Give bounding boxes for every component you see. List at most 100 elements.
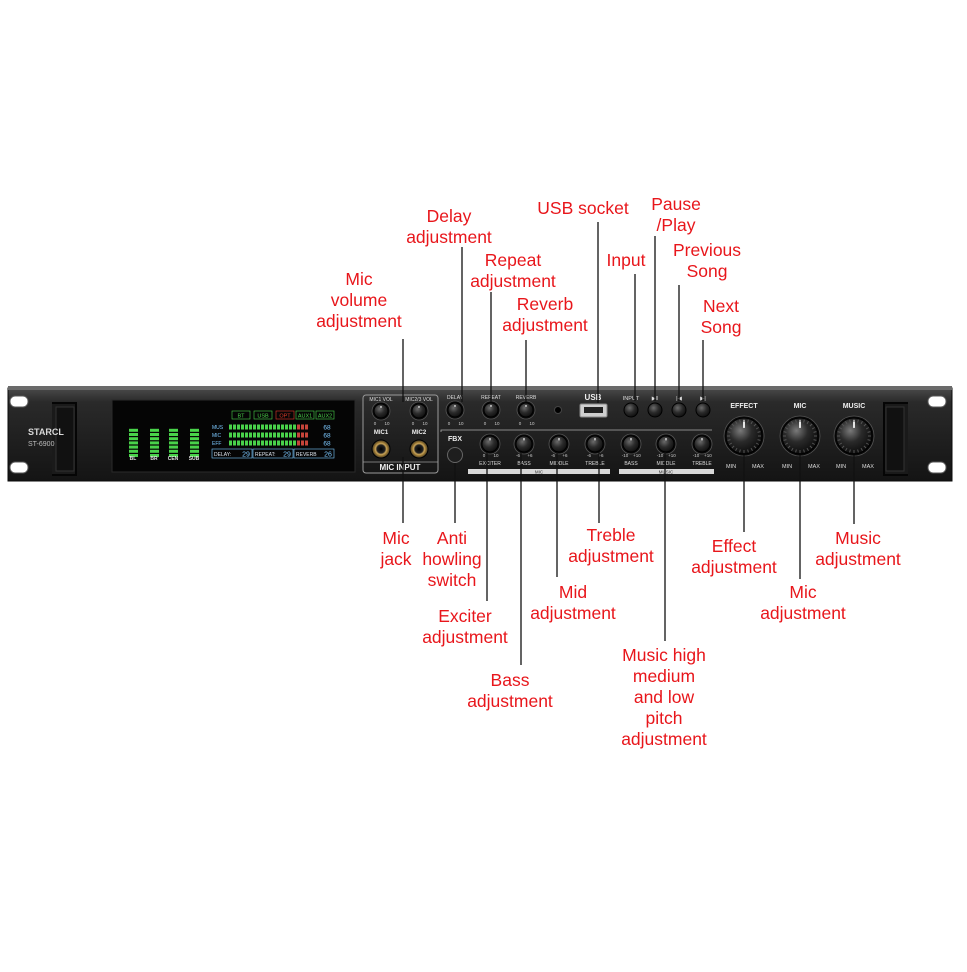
button-cap <box>647 402 663 418</box>
delay-knob[interactable] <box>445 400 465 420</box>
effect-master-knob-grip <box>747 419 749 423</box>
next-button[interactable] <box>695 402 711 418</box>
channel-meter-segment <box>129 454 138 457</box>
mic-eq-label-bass: BASS <box>517 461 531 467</box>
channel-meter-segment <box>169 445 178 449</box>
mic-master-knob-grip <box>813 431 817 433</box>
callout-delay: Delay adjustment <box>406 206 492 247</box>
previous-button[interactable] <box>671 402 687 418</box>
music-middle-knob[interactable] <box>655 433 677 455</box>
mic2-jack[interactable] <box>409 439 429 459</box>
callout-repeat: Repeat adjustment <box>470 250 556 291</box>
readout-box <box>211 448 253 459</box>
mic-master-knob-grip <box>811 427 815 430</box>
callout-reverb: Reverb adjustment <box>502 294 588 335</box>
meter-segment <box>301 424 304 430</box>
meter-segment <box>261 432 264 438</box>
readout-label: DELAY: <box>214 452 231 458</box>
meter-segment <box>229 440 232 446</box>
meter-segment <box>281 440 284 446</box>
repeat-knob[interactable] <box>481 400 501 420</box>
meter-segment <box>285 432 288 438</box>
mic-knob-label: MIC1 VOL <box>369 397 393 403</box>
music-master-knob[interactable] <box>833 415 875 457</box>
effect-master-knob-grip <box>731 423 735 427</box>
mic-treble-knob[interactable] <box>584 433 606 455</box>
meter-segment <box>237 424 240 430</box>
mic1-volume-knob[interactable] <box>371 401 391 421</box>
effect-master-knob-cap <box>725 417 763 455</box>
mic23-volume-knob[interactable] <box>409 401 429 421</box>
channel-meter-segment <box>190 428 199 432</box>
effect-master-knob-grip <box>755 442 759 445</box>
reverb-knob-cap <box>518 402 534 418</box>
callout-exciter: Exciter adjustment <box>422 606 508 647</box>
music-treble-knob[interactable] <box>691 433 713 455</box>
meter-segment <box>265 432 268 438</box>
mic-middle-knob-cap <box>550 435 568 453</box>
big-knob-label-music: MUSIC <box>843 403 866 410</box>
meter-segment <box>281 432 284 438</box>
mic-master-knob[interactable] <box>779 415 821 457</box>
channel-meter-segment <box>190 454 199 457</box>
scale-min: 0 <box>448 421 451 426</box>
mic1-jack[interactable] <box>371 439 391 459</box>
effect-master-knob-grip <box>757 439 761 441</box>
reverb-knob[interactable] <box>516 400 536 420</box>
effect-master-knob[interactable] <box>723 415 765 457</box>
mic-exciter-knob[interactable] <box>479 433 501 455</box>
meter-segment <box>253 432 256 438</box>
channel-meter-segment <box>150 437 159 441</box>
mic-middle-knob[interactable] <box>548 433 570 455</box>
control-divider <box>440 429 712 432</box>
mic-master-knob-grip <box>811 442 815 445</box>
callout-treble: Treble adjustment <box>568 525 654 566</box>
effect-master-knob-grip <box>750 447 753 451</box>
big-knob-label-effect: EFFECT <box>730 403 758 410</box>
meter-segment <box>305 440 308 446</box>
music-eq-label-treble: TREBLE <box>692 461 712 467</box>
effect-master-knob-grip <box>735 421 738 425</box>
effect-master-knob-grip <box>735 447 738 451</box>
input-button[interactable] <box>623 402 639 418</box>
mic-bass-knob[interactable] <box>513 433 535 455</box>
meter-segment <box>253 440 256 446</box>
scale-max: 10 <box>529 421 535 426</box>
scale-min: -10 <box>693 453 700 458</box>
channel-meter-segment <box>190 449 199 453</box>
scale-max: +6 <box>527 453 533 458</box>
channel-meter-segment <box>150 449 159 453</box>
mic-master-knob-cap <box>781 417 819 455</box>
callout-input: Input <box>606 250 646 270</box>
channel-meter-segment <box>190 441 199 445</box>
channel-meter-segment <box>169 441 178 445</box>
music-master-knob-grip <box>839 427 843 430</box>
music-master-knob-grip <box>849 449 851 453</box>
callout-effect: Effect adjustment <box>691 536 777 577</box>
meter-segment <box>233 440 236 446</box>
usb-socket[interactable] <box>579 403 608 418</box>
fbx-switch[interactable] <box>447 447 463 463</box>
music-bass-knob[interactable] <box>620 433 642 455</box>
meter-value-mic: 68 <box>323 433 331 440</box>
meter-segment <box>257 432 260 438</box>
scale-min: -6 <box>516 453 520 458</box>
scale-max: MAX <box>808 464 820 470</box>
ir-sensor <box>554 406 562 414</box>
channel-meter-segment <box>190 433 199 436</box>
readout-value: 26 <box>324 452 332 459</box>
meter-segment <box>233 432 236 438</box>
scale-max: 10 <box>494 421 500 426</box>
rack-top-highlight <box>8 386 952 390</box>
rack-handles <box>52 402 908 476</box>
play-pause-button[interactable] <box>647 402 663 418</box>
effect-master-knob-grip <box>729 427 733 430</box>
callout-music: Music adjustment <box>815 528 901 569</box>
channel-label-sub: SUB <box>189 456 200 462</box>
music-master-knob-grip <box>863 445 867 449</box>
mic-master-knob-grip <box>783 431 787 433</box>
meter-segment <box>305 432 308 438</box>
